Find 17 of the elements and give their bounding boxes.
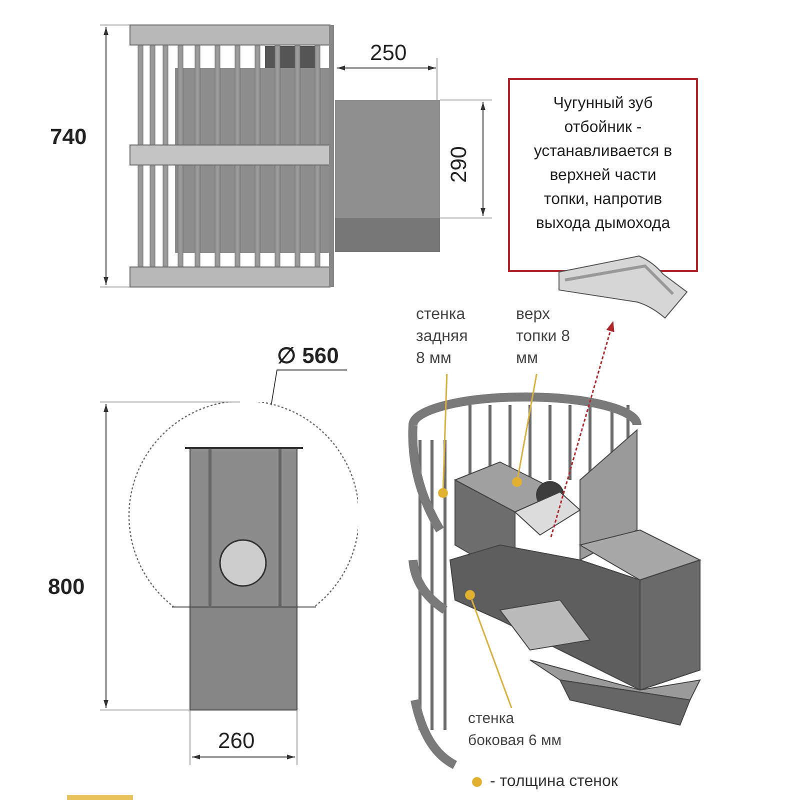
callout-text: стенка боковая 6 мм <box>468 708 572 754</box>
dimension-label: 290 <box>444 146 472 183</box>
dimension-label: 250 <box>370 39 407 67</box>
dimension-label: ∅ 560 <box>277 342 347 370</box>
leader-line <box>471 599 512 708</box>
leader-line <box>270 370 348 406</box>
dimension-label: 740 <box>50 123 87 151</box>
legend-text: - толщина стенок <box>490 772 618 792</box>
arrow <box>550 321 614 538</box>
leader-line <box>442 374 448 488</box>
leader-line <box>517 374 538 478</box>
callout-text: стенка задняя 8 мм <box>416 304 480 374</box>
callout-box: Чугунный зуб отбойник - устанавливается в верхней части топки, напротив выхода дымохода <box>508 78 698 272</box>
casing-outline <box>128 402 358 607</box>
dimension-label: 800 <box>48 573 85 601</box>
dimension-label: 260 <box>218 727 255 755</box>
callout-text: верх топки 8 мм <box>516 304 570 374</box>
